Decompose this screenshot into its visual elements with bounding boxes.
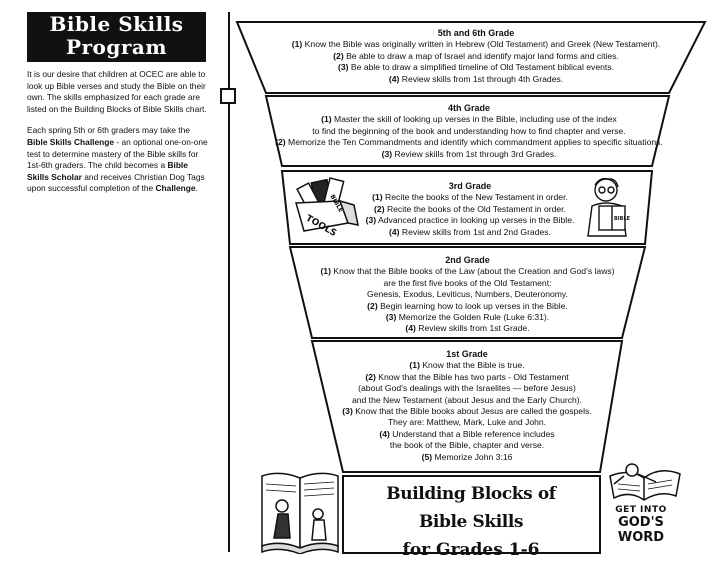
grade-heading: 1st Grade [446, 349, 488, 359]
skill-line: (1) Know that the Bible is true. [409, 360, 525, 371]
skill-line: (3) Be able to draw a simplified timelin… [338, 62, 614, 73]
child-reading-clipart: BIBLE [587, 177, 631, 237]
skill-line: (about God’s dealings with the Israelite… [358, 383, 576, 394]
grade-section-2nd: 2nd Grade (1) Know that the Bible books … [300, 255, 635, 335]
intro-p2-text-e: and receives Christian Dog Tags upon suc… [27, 171, 205, 194]
skill-line: (4) Review skills from 1st through 4th G… [388, 73, 564, 84]
skill-line: (3) Advanced practice in looking up vers… [365, 215, 575, 226]
skill-line: to find the beginning of the book and un… [312, 125, 626, 136]
skill-line: (1) Recite the books of the New Testamen… [372, 192, 568, 203]
skill-line: (2) Recite the books of the Old Testamen… [374, 203, 566, 214]
intro-scholar-label: Bible Skills Scholar [27, 160, 188, 182]
program-title-box: Bible Skills Program [27, 12, 206, 62]
skill-line: (4) Review skills from 1st Grade. [405, 323, 530, 334]
program-title-line2: Program [65, 35, 168, 59]
chart-title-line2: for Grades 1-6 [402, 540, 540, 560]
intro-p2-text-c: - an optional one-on-one test to determi… [27, 136, 208, 171]
program-title-line1: Bible Skills [49, 12, 184, 36]
skill-line: (1) Know that the Bible books of the Law… [320, 266, 615, 277]
skill-line: (1) Know the Bible was originally writte… [291, 39, 661, 50]
skill-line: (1) Master the skill of looking up verse… [321, 114, 617, 125]
skill-line: They are: Matthew, Mark, Luke and John. [387, 417, 547, 428]
skill-line: (2) Know that the Bible has two parts - … [365, 371, 569, 382]
get-into-book-clipart [609, 463, 681, 501]
grade-section-3rd: 3rd Grade (1) Recite the books of the Ne… [355, 181, 585, 238]
divider-square-marker [220, 88, 236, 104]
skill-line: (4) Understand that a Bible reference in… [379, 428, 555, 439]
chart-title-line1: Building Blocks of Bible Skills [386, 484, 556, 532]
grade-heading: 5th and 6th Grade [437, 28, 515, 38]
skill-line: (3) Know that the Bible books about Jesu… [342, 406, 592, 417]
chart-title: Building Blocks of Bible Skills for Grad… [360, 480, 582, 564]
get-into-gods-word-logo: GET INTO GOD'S WORD [596, 505, 686, 545]
skill-line: (3) Memorize the Golden Rule (Luke 6:31)… [385, 312, 550, 323]
skill-line: and the New Testament (about Jesus and t… [351, 394, 583, 405]
skill-line: are the first five books of the Old Test… [383, 277, 552, 288]
grade-section-1st: 1st Grade (1) Know that the Bible is tru… [322, 349, 612, 463]
skill-line: the book of the Bible, chapter and verse… [389, 440, 545, 451]
gods-word-text: GOD'S WORD [617, 515, 665, 545]
skill-line: (4) Review skills from 1st and 2nd Grade… [389, 226, 551, 237]
child-bible-label: BIBLE [614, 216, 631, 222]
intro-text: It is our desire that children at OCEC a… [27, 69, 212, 205]
grade-section-4th: 4th Grade (1) Master the skill of lookin… [262, 103, 676, 160]
intro-paragraph-2: Each spring 5th or 6th graders may take … [27, 125, 212, 195]
intro-paragraph-1: It is our desire that children at OCEC a… [27, 69, 207, 114]
skill-line: Genesis, Exodus, Leviticus, Numbers, Deu… [367, 289, 568, 300]
skill-line: (2) Begin learning how to look up verses… [367, 300, 568, 311]
intro-p2-text-g: . [195, 183, 198, 194]
skill-line: (2) Memorize the Ten Commandments and id… [275, 137, 663, 148]
intro-p2-text-a: Each spring 5th or 6th graders may take … [27, 125, 190, 136]
bible-tools-box-clipart: BIBLE TOOLS [295, 177, 359, 239]
get-into-text: GET INTO [615, 505, 667, 515]
grade-heading: 3rd Grade [448, 181, 492, 191]
intro-challenge-word: Challenge [155, 183, 196, 194]
grade-section-5th-6th: 5th and 6th Grade (1) Know the Bible was… [266, 28, 686, 85]
grade-heading: 2nd Grade [445, 255, 490, 265]
skill-line: (3) Review skills from 1st through 3rd G… [381, 148, 557, 159]
grade-heading: 4th Grade [447, 103, 490, 113]
intro-challenge-label: Bible Skills Challenge [27, 136, 115, 147]
open-book-children-clipart [261, 472, 339, 554]
vertical-divider [228, 12, 230, 552]
skill-line: (2) Be able to draw a map of Israel and … [333, 50, 619, 61]
skill-line: (5) Memorize John 3:16 [421, 451, 513, 462]
